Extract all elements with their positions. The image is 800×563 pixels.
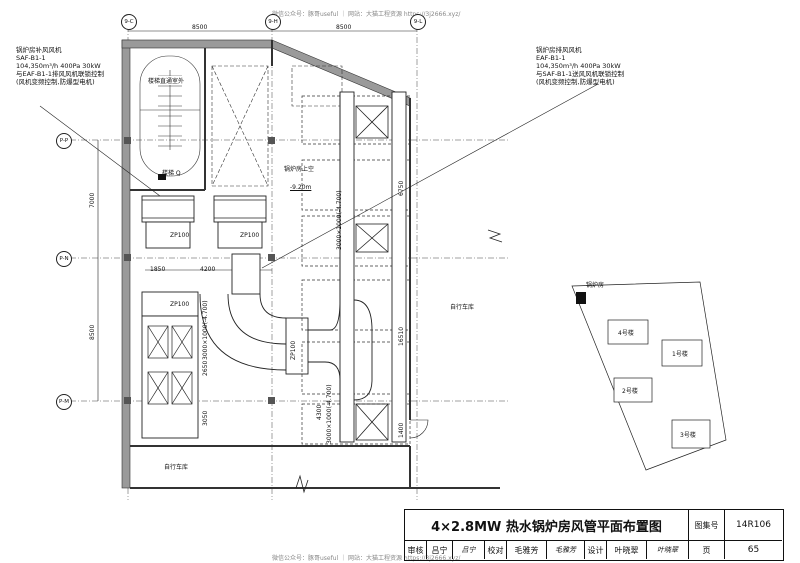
page-label: 页 [689,541,725,559]
design-label: 设计 [585,541,607,559]
keyplan-boiler-label: 锅炉房 [586,282,605,289]
supply-fan-spec: 104,350m³/h 400Pa 30kW [16,62,101,70]
dim-6750: 6750 [398,180,405,196]
dim-16510: 16510 [398,326,405,346]
review-name: 吕宁 [427,541,453,559]
boiler-above-label: 锅炉房上空 [284,166,315,173]
supply-fan-code: SAF-B1-1 [16,54,46,62]
keyplan-building-1: 1号楼 [672,351,688,358]
zp-label-2: ZP100 [240,232,260,239]
dim-top-left: 8500 [192,24,208,31]
supply-fan-note: (风机变频控制,防爆型电机) [16,78,95,86]
duct-size-2: 3000×1000(-4.700) [202,300,209,360]
stair-label: 楼梯直通室外 [148,76,185,85]
dim-4200: 4200 [200,266,216,273]
check-signature: 毛雅芳 [547,541,585,559]
exhaust-fan-note: (风机变频控制,防爆型电机) [536,78,615,86]
exhaust-fan-link: 与SAF-B1-1送风风机联锁控制 [536,70,625,78]
axis-bubble-l: 9-L [410,14,426,30]
design-signature: 叶晓翠 [647,541,689,559]
axis-bubble-c: 9-C [121,14,137,30]
exhaust-fan-code: EAF-B1-1 [536,54,566,62]
duct-size-3: 3000×1000(-4.700) [326,384,333,444]
check-name: 毛雅芳 [507,541,547,559]
atlas-number: 14R106 [725,510,782,541]
drawing-title: 4×2.8MW 热水锅炉房风管平面布置图 [405,510,689,541]
dim-1400: 1400 [398,422,405,438]
zp-label-1: ZP100 [170,232,190,239]
supply-fan-link: 与EAF-B1-1排风风机联锁控制 [16,70,104,78]
dim-1850: 1850 [150,266,166,273]
duct-size-1: 3000×1000(-4.700) [336,190,343,250]
keyplan-building-3: 3号楼 [680,432,696,439]
keyplan-building-4: 4号楼 [618,330,634,337]
axis-bubble-n: P-N [56,251,72,267]
exhaust-fan-spec: 104,350m³/h 400Pa 30kW [536,62,621,70]
dim-2650: 2650 [202,360,209,376]
bike-garage-right: 自行车库 [450,304,475,311]
design-name: 叶晓翠 [607,541,647,559]
exhaust-fan-title: 锅炉房排风风机 [536,46,582,54]
zp-label-3: ZP100 [170,301,190,308]
page-number: 65 [747,545,760,555]
zp-label-4: ZP100 [290,340,297,360]
review-label: 审核 [405,541,427,559]
watermark-top: 微信公众号：豚哥useful ｜ 网站：大猫工程资源 https://3j266… [272,11,461,18]
bike-garage-bottom: 自行车库 [164,464,189,471]
title-block: 4×2.8MW 热水锅炉房风管平面布置图 图集号 14R106 审核 吕宁 吕宁… [404,509,784,561]
dim-top-right: 8500 [336,24,352,31]
atlas-number-label: 图集号 [689,510,725,541]
review-signature: 吕宁 [453,541,485,559]
exhaust-fan-label: 锅炉房排风风机 EAF-B1-1 104,350m³/h 400Pa 30kW … [536,46,624,86]
supply-fan-title: 锅炉房补风风机 [16,46,62,54]
supply-fan-label: 锅炉房补风风机 SAF-B1-1 104,350m³/h 400Pa 30kW … [16,46,104,86]
dim-3050: 3050 [202,410,209,426]
axis-bubble-p: P-P [56,133,72,149]
stair-q-label: 楼梯 Q [162,170,181,177]
check-label: 校对 [485,541,507,559]
elevation-label: -9.20m [290,184,312,191]
dim-left-lower: 8500 [89,324,96,340]
keyplan-building-2: 2号楼 [622,388,638,395]
watermark-bottom: 微信公众号：豚哥useful ｜ 网站：大猫工程资源 https://3j266… [272,555,461,562]
dim-left-upper: 7000 [89,192,96,208]
axis-bubble-h: 9-H [265,14,281,30]
dim-4300: 4300 [316,404,323,420]
axis-bubble-m: P-M [56,394,72,410]
